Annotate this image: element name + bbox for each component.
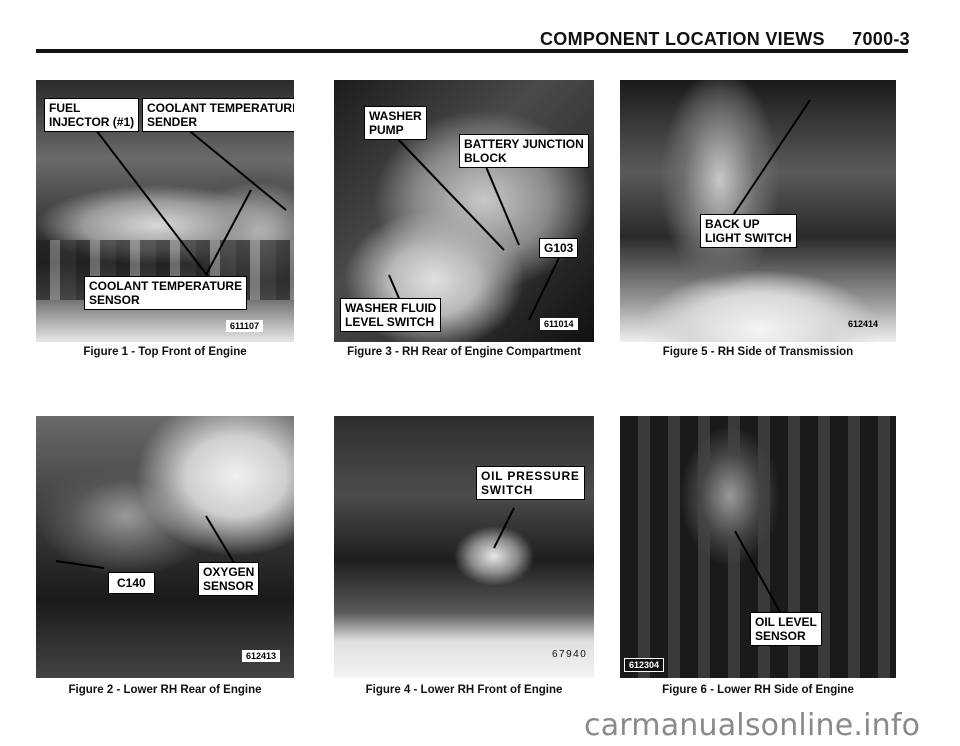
label-washer-fluid-level-switch: WASHER FLUID LEVEL SWITCH <box>340 298 442 332</box>
label-oxygen-sensor: OXYGEN SENSOR <box>198 562 260 596</box>
page-number: 7000-3 <box>852 29 910 49</box>
figure-4-leader-lines <box>493 507 515 549</box>
figure-1-leader-lines <box>95 127 287 301</box>
figure-6-caption: Figure 6 - Lower RH Side of Engine <box>662 684 854 696</box>
label-c140: C140 <box>108 572 155 594</box>
figure-1-photo: FUEL INJECTOR (#1) COOLANT TEMPERATURE S… <box>36 80 294 342</box>
figure-4-caption: Figure 4 - Lower RH Front of Engine <box>365 684 563 696</box>
figure-3-photo: WASHER PUMP BATTERY JUNCTION BLOCK G103 … <box>334 80 594 342</box>
figure-5-photo: BACK UP LIGHT SWITCH 612414 <box>620 80 896 342</box>
figure-2-leader-lines <box>55 515 237 569</box>
label-coolant-temperature-sender: COOLANT TEMPERATURE SENDER <box>142 98 294 132</box>
figure-3-code: 611014 <box>540 318 578 330</box>
label-fuel-injector: FUEL INJECTOR (#1) <box>44 98 140 132</box>
label-coolant-temperature-sensor: COOLANT TEMPERATURE SENSOR <box>84 276 248 310</box>
figure-2-code: 612413 <box>242 650 281 662</box>
figure-6-photo: OIL LEVEL SENSOR 612304 <box>620 416 896 678</box>
figure-1-code: 611107 <box>226 320 264 332</box>
figure-2-photo: C140 OXYGEN SENSOR 612413 <box>36 416 294 678</box>
label-g103: G103 <box>539 238 579 258</box>
figure-5-code: 612414 <box>848 319 879 329</box>
label-oil-level-sensor: OIL LEVEL SENSOR <box>750 612 822 646</box>
figure-5-caption: Figure 5 - RH Side of Transmission <box>662 346 854 358</box>
header-rule <box>36 49 908 53</box>
watermark: carmanualsonline.info <box>584 708 921 743</box>
figure-4-photo: OIL PRESSURE SWITCH 67940 <box>334 416 594 678</box>
figure-1-caption: Figure 1 - Top Front of Engine <box>83 346 247 358</box>
label-backup-light-switch: BACK UP LIGHT SWITCH <box>700 214 797 248</box>
page-header: COMPONENT LOCATION VIEWS 7000-3 <box>540 26 910 50</box>
label-oil-pressure-switch: OIL PRESSURE SWITCH <box>476 466 585 500</box>
page-title: COMPONENT LOCATION VIEWS <box>540 29 825 49</box>
figure-5-leader-lines <box>729 99 811 221</box>
figure-3-caption: Figure 3 - RH Rear of Engine Compartment <box>347 346 581 358</box>
figure-6-code: 612304 <box>624 658 665 672</box>
label-battery-junction-block: BATTERY JUNCTION BLOCK <box>459 134 589 168</box>
figure-6-leader-lines <box>734 530 781 613</box>
label-washer-pump: WASHER PUMP <box>364 106 427 140</box>
figure-4-code: 67940 <box>552 649 588 660</box>
figure-2-caption: Figure 2 - Lower RH Rear of Engine <box>68 684 262 696</box>
